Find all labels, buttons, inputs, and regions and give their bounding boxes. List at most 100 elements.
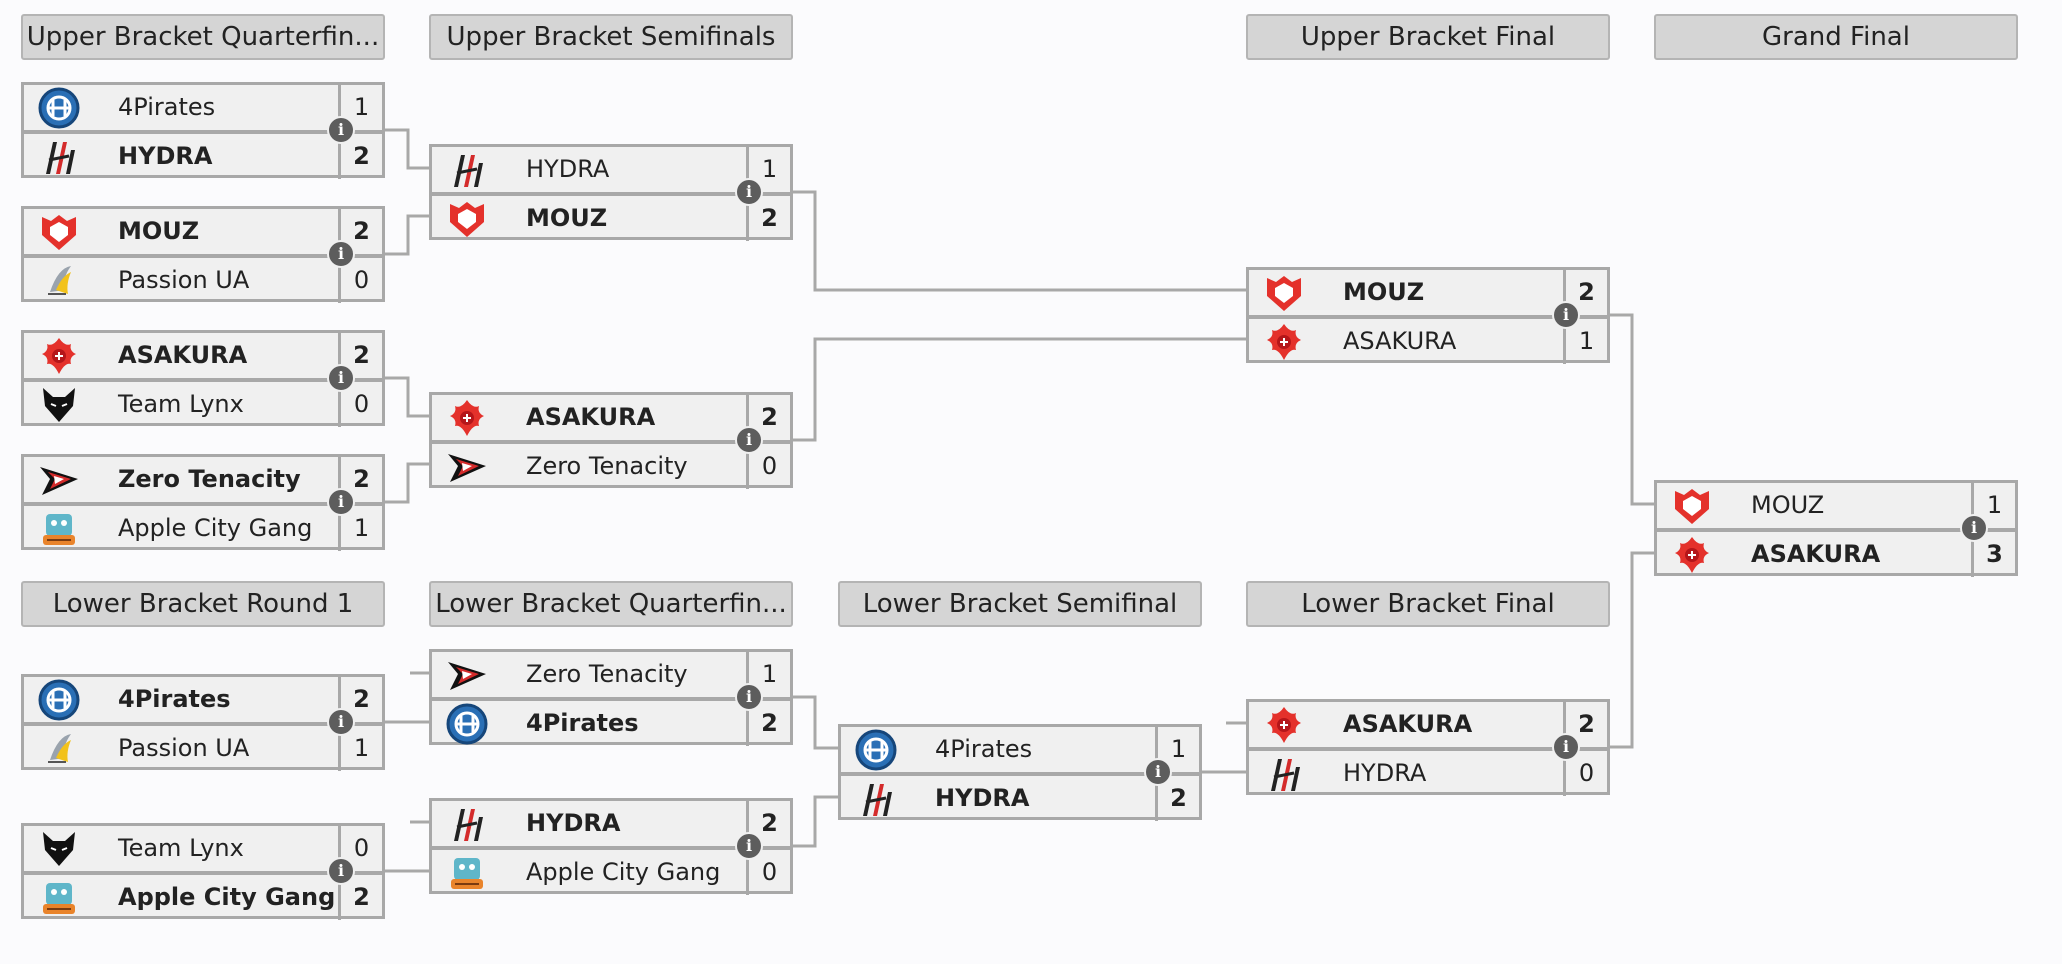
match-info-icon[interactable]: i bbox=[735, 832, 763, 860]
team-score: 2 bbox=[746, 395, 790, 440]
team-score: 1 bbox=[1155, 727, 1199, 772]
team-name[interactable]: Zero Tenacity bbox=[526, 660, 688, 688]
team-row[interactable]: MOUZ 2 bbox=[24, 209, 382, 258]
team-name[interactable]: Passion UA bbox=[118, 734, 250, 762]
team-name[interactable]: Passion UA bbox=[118, 266, 250, 294]
pirates-logo-icon bbox=[38, 679, 80, 721]
bracket-connector-line bbox=[793, 795, 838, 848]
team-name[interactable]: ASAKURA bbox=[1751, 540, 1881, 568]
match-info-icon[interactable]: i bbox=[1960, 514, 1988, 542]
bracket-connector-line bbox=[793, 337, 1246, 442]
team-name[interactable]: ASAKURA bbox=[1343, 710, 1473, 738]
team-name[interactable]: HYDRA bbox=[935, 784, 1030, 812]
team-name[interactable]: MOUZ bbox=[118, 217, 200, 245]
match-info-icon[interactable]: i bbox=[735, 178, 763, 206]
team-name[interactable]: 4Pirates bbox=[118, 93, 216, 121]
team-row[interactable]: HYDRA 2 bbox=[432, 801, 790, 850]
team-row[interactable]: 4Pirates 1 bbox=[841, 727, 1199, 776]
team-name[interactable]: HYDRA bbox=[1343, 759, 1427, 787]
match-info-icon[interactable]: i bbox=[1144, 758, 1172, 786]
bracket-connector-line bbox=[793, 695, 838, 750]
team-name[interactable]: MOUZ bbox=[526, 204, 608, 232]
team-name[interactable]: 4Pirates bbox=[118, 685, 231, 713]
hydra-logo-icon bbox=[446, 803, 488, 845]
team-row[interactable]: HYDRA 0 bbox=[1249, 751, 1607, 796]
team-score: 2 bbox=[746, 801, 790, 846]
team-name[interactable]: HYDRA bbox=[526, 155, 610, 183]
team-name[interactable]: MOUZ bbox=[1343, 278, 1425, 306]
team-name[interactable]: Apple City Gang bbox=[526, 858, 721, 886]
team-score: 1 bbox=[746, 147, 790, 192]
match-info-icon[interactable]: i bbox=[735, 683, 763, 711]
team-row[interactable]: HYDRA 1 bbox=[432, 147, 790, 196]
team-name[interactable]: Apple City Gang bbox=[118, 514, 313, 542]
team-name[interactable]: Zero Tenacity bbox=[118, 465, 301, 493]
match-info-icon[interactable]: i bbox=[327, 488, 355, 516]
match-info-icon[interactable]: i bbox=[1552, 733, 1580, 761]
team-name[interactable]: Team Lynx bbox=[118, 834, 244, 862]
match-info-icon[interactable]: i bbox=[735, 426, 763, 454]
team-name[interactable]: Team Lynx bbox=[118, 390, 244, 418]
hydra-logo-icon bbox=[855, 778, 897, 820]
team-name[interactable]: ASAKURA bbox=[118, 341, 248, 369]
team-score: 2 bbox=[338, 677, 382, 722]
mouz-logo-icon bbox=[1671, 485, 1713, 527]
team-name[interactable]: Apple City Gang bbox=[118, 883, 336, 911]
team-name[interactable]: 4Pirates bbox=[526, 709, 639, 737]
team-row[interactable]: ASAKURA 2 bbox=[1249, 702, 1607, 751]
team-name[interactable]: MOUZ bbox=[1751, 491, 1825, 519]
pirates-logo-icon bbox=[855, 729, 897, 771]
team-name[interactable]: HYDRA bbox=[526, 809, 621, 837]
team-row[interactable]: ASAKURA 2 bbox=[432, 395, 790, 444]
team-score: 2 bbox=[1563, 702, 1607, 747]
team-name[interactable]: Zero Tenacity bbox=[526, 452, 688, 480]
team-name[interactable]: ASAKURA bbox=[526, 403, 656, 431]
team-score: 2 bbox=[338, 209, 382, 254]
hydra-logo-icon bbox=[38, 136, 80, 178]
team-name[interactable]: ASAKURA bbox=[1343, 327, 1457, 355]
match-info-icon[interactable]: i bbox=[327, 116, 355, 144]
match-info-icon[interactable]: i bbox=[327, 364, 355, 392]
match-info-icon[interactable]: i bbox=[1552, 301, 1580, 329]
match-info-icon[interactable]: i bbox=[327, 708, 355, 736]
team-row[interactable]: 4Pirates 2 bbox=[24, 677, 382, 726]
team-name[interactable]: HYDRA bbox=[118, 142, 213, 170]
team-score: 0 bbox=[1563, 751, 1607, 796]
team-score: 3 bbox=[1971, 532, 2015, 577]
round-header-lbsf: Lower Bracket Semifinal bbox=[838, 581, 1202, 627]
round-header-ubsf: Upper Bracket Semifinals bbox=[429, 14, 793, 60]
match-info-icon[interactable]: i bbox=[327, 857, 355, 885]
team-lynx-logo-icon bbox=[38, 384, 80, 426]
bracket-connector-line bbox=[384, 128, 429, 170]
asakura-logo-icon bbox=[446, 397, 488, 439]
match-info-icon[interactable]: i bbox=[327, 240, 355, 268]
pirates-logo-icon bbox=[446, 703, 488, 745]
team-row[interactable]: ASAKURA 3 bbox=[1657, 532, 2015, 577]
hydra-logo-icon bbox=[446, 149, 488, 191]
team-name[interactable]: 4Pirates bbox=[935, 735, 1033, 763]
